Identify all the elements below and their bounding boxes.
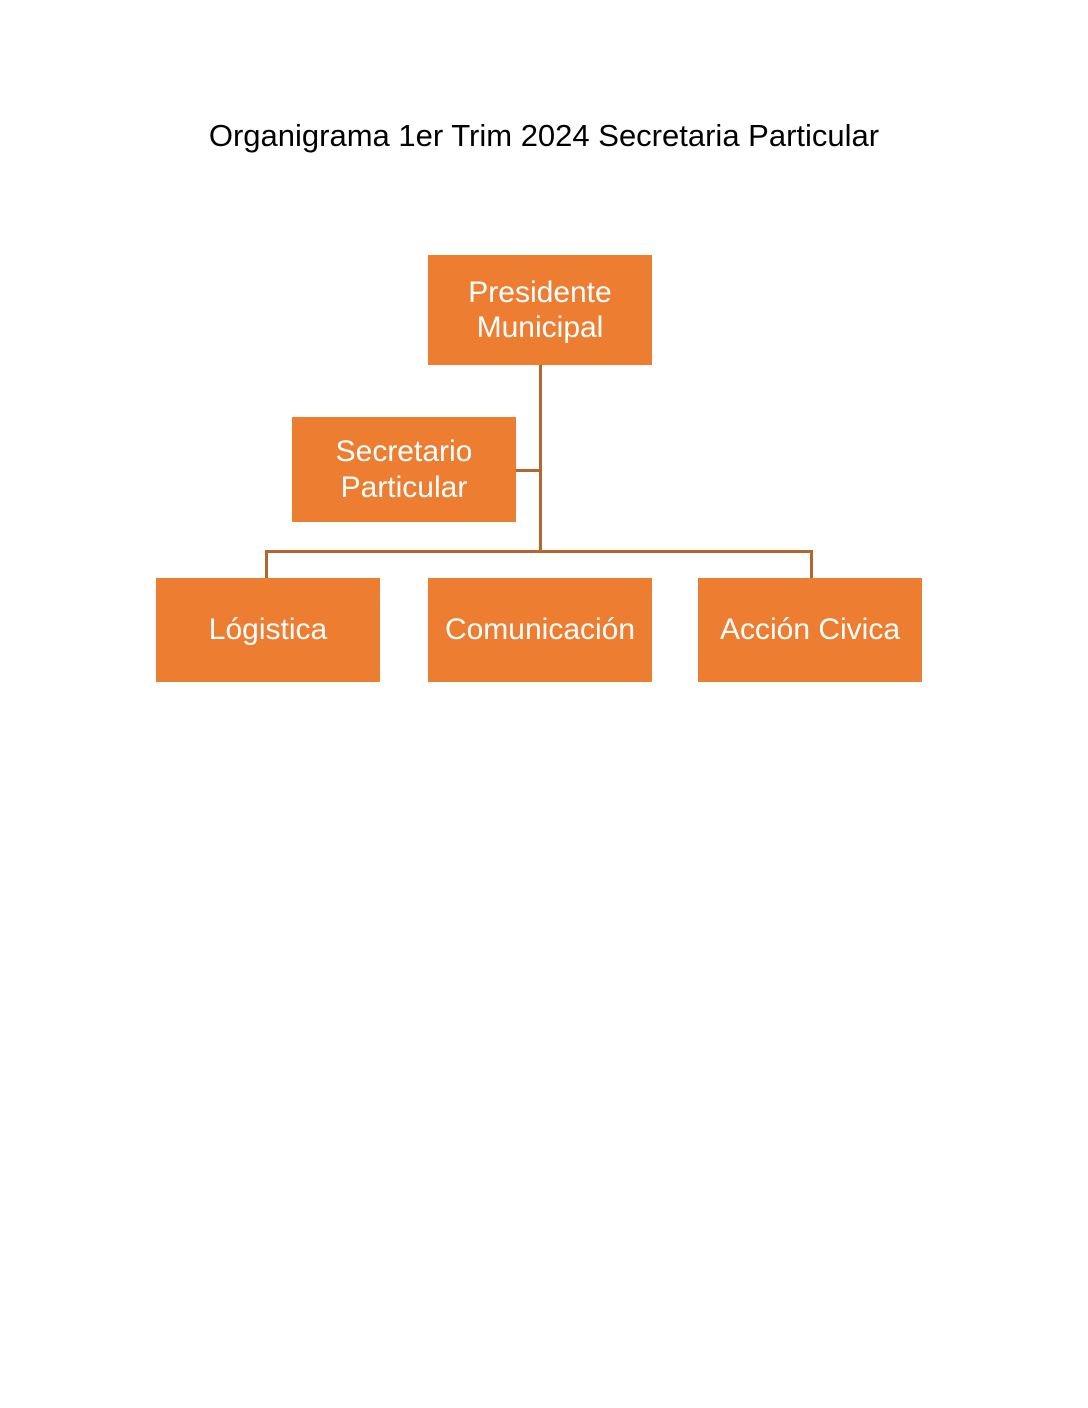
org-node-label: Comunicación xyxy=(444,613,636,647)
org-node-label: Presidente Municipal xyxy=(468,275,612,344)
org-chart: Presidente Municipal Secretario Particul… xyxy=(156,255,922,682)
org-node-accion-civica[interactable]: Acción Civica xyxy=(698,578,922,682)
org-node-secretario-particular[interactable]: Secretario Particular xyxy=(292,417,516,522)
org-node-label: Lógistica xyxy=(208,613,328,647)
org-node-presidente-municipal[interactable]: Presidente Municipal xyxy=(428,255,652,365)
org-node-label: Acción Civica xyxy=(719,613,901,647)
connector-lines xyxy=(265,365,813,579)
org-node-comunicacion[interactable]: Comunicación xyxy=(428,578,652,682)
page-title: Organigrama 1er Trim 2024 Secretaria Par… xyxy=(208,118,880,153)
org-node-logistica[interactable]: Lógistica xyxy=(156,578,380,682)
org-node-label: Secretario Particular xyxy=(335,435,473,504)
